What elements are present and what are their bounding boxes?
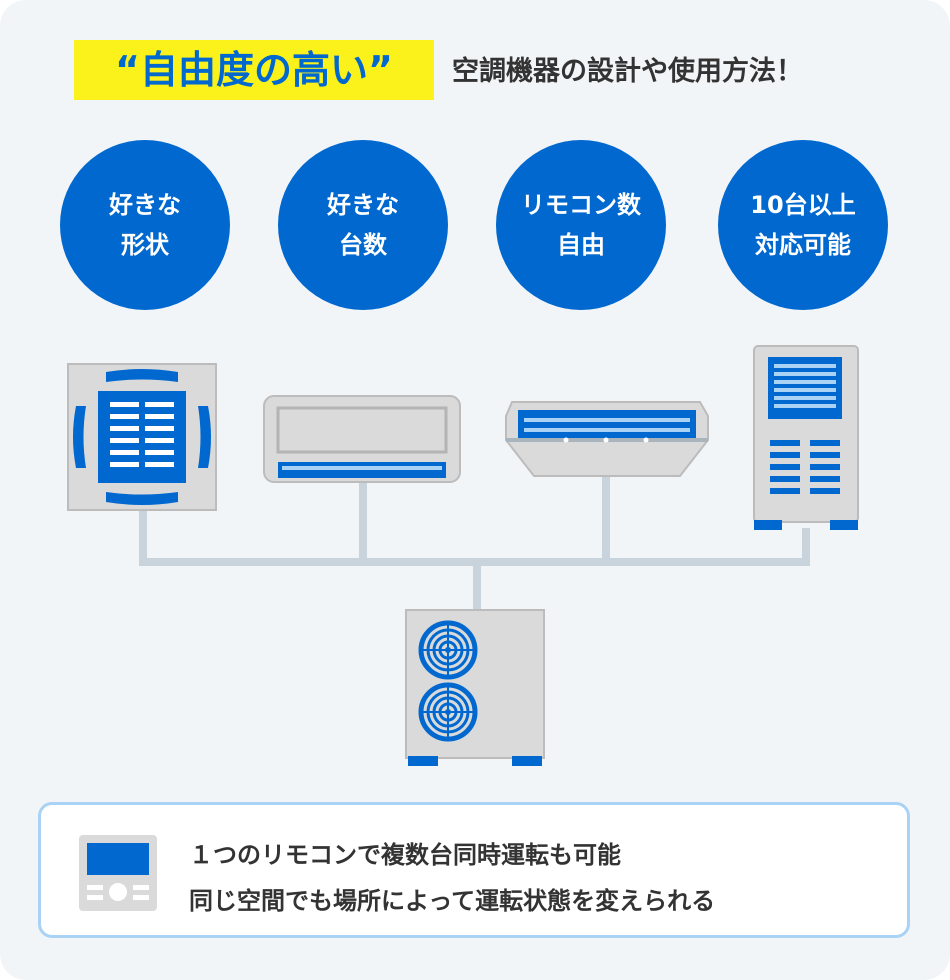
feature-line1: 10台以上 xyxy=(750,191,856,219)
refrigerant-piping xyxy=(139,476,810,610)
feature-line1: リモコン数 xyxy=(521,191,641,219)
info-box: １つのリモコンで複数台同時運転も可能 同じ空間でも場所によって運転状態を変えられ… xyxy=(38,802,910,938)
feature-line1: 好きな xyxy=(109,191,181,219)
feature-line2: 台数 xyxy=(339,231,387,259)
fan-top xyxy=(418,620,478,680)
feature-circle-shape: 好きな 形状 xyxy=(60,140,230,310)
info-line-1: １つのリモコンで複数台同時運転も可能 xyxy=(189,841,621,869)
feature-circle-capacity: 10台以上 対応可能 xyxy=(718,140,888,310)
fan-bottom xyxy=(418,682,478,742)
feature-circle-count: 好きな 台数 xyxy=(278,140,448,310)
floor-standing-unit-icon xyxy=(753,345,859,530)
wall-mounted-unit-icon xyxy=(263,395,461,483)
system-diagram xyxy=(67,345,859,766)
headline: “自由度の高い” 空調機器の設計や使用方法！ xyxy=(0,40,950,100)
headline-subtitle: 空調機器の設計や使用方法！ xyxy=(452,56,803,87)
headline-highlight-box xyxy=(74,40,434,100)
feature-line2: 自由 xyxy=(557,231,605,259)
headline-highlight: “自由度の高い” xyxy=(115,48,393,92)
feature-line2: 形状 xyxy=(121,231,169,259)
remote-control-icon xyxy=(79,835,157,911)
info-line-2: 同じ空間でも場所によって運転状態を変えられる xyxy=(189,887,716,915)
feature-circle-remote: リモコン数 自由 xyxy=(496,140,666,310)
outdoor-unit-icon xyxy=(405,609,545,766)
ceiling-cassette-icon xyxy=(67,363,217,511)
feature-line2: 対応可能 xyxy=(755,231,851,259)
feature-line1: 好きな xyxy=(327,191,399,219)
ceiling-suspended-unit-icon xyxy=(505,401,709,477)
